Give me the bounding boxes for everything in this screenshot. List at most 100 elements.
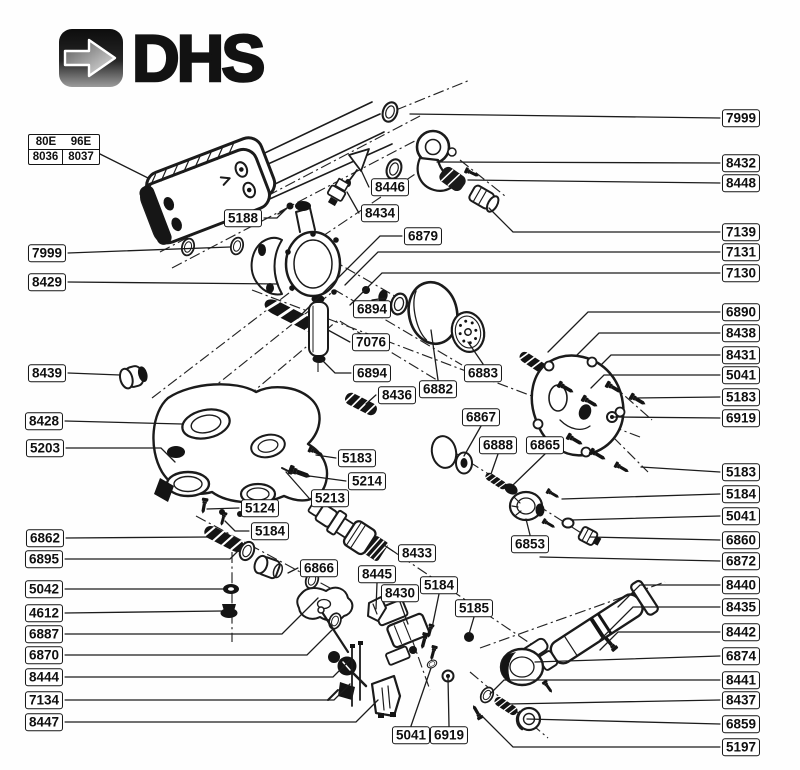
leader-line	[599, 631, 721, 651]
small-fittings-drawing	[277, 148, 370, 215]
leader-line	[64, 420, 183, 425]
leader-line	[64, 683, 351, 701]
leader-line	[371, 297, 387, 301]
part-callout-8428: 8428	[24, 412, 64, 430]
part-callout-5188: 5188	[223, 209, 263, 227]
part-callout-7134: 7134	[24, 691, 64, 709]
part-callout-6853: 6853	[510, 535, 550, 553]
leader-line	[547, 311, 721, 353]
leader-line	[65, 447, 176, 463]
part-callout-5183: 5183	[721, 388, 761, 406]
part-callout-6866: 6866	[299, 559, 339, 577]
leader-line	[64, 657, 353, 678]
leader-line	[297, 235, 403, 319]
leader-line	[410, 667, 432, 727]
part-callout-8438: 8438	[721, 324, 761, 342]
diverter-assembly-drawing	[464, 579, 659, 732]
leader-line	[468, 616, 475, 635]
leader-line	[64, 548, 241, 560]
leader-line	[263, 206, 289, 219]
leader-line	[67, 281, 279, 285]
part-callout-8430: 8430	[380, 584, 420, 602]
part-callout-6919: 6919	[429, 726, 469, 744]
leader-line	[467, 341, 484, 365]
part-callout-5183: 5183	[337, 449, 377, 467]
part-callout-5183: 5183	[721, 463, 761, 481]
part-callout-6895: 6895	[24, 550, 64, 568]
leader-line	[327, 329, 351, 343]
elbow-fitting-drawing	[415, 129, 500, 213]
heat-exchanger-drawing	[139, 136, 277, 245]
variant-part-2: 8037	[68, 151, 94, 163]
part-callout-6874: 6874	[721, 647, 761, 665]
leader-line	[224, 520, 250, 532]
leader-line	[301, 474, 347, 482]
leader-line	[67, 246, 231, 254]
leader-line	[525, 518, 531, 536]
diaphragm-drawing	[407, 280, 459, 346]
part-callout-8441: 8441	[721, 671, 761, 689]
part-callout-5197: 5197	[721, 738, 761, 756]
leader-line	[463, 425, 482, 457]
leader-line	[431, 593, 440, 629]
part-callout-6919: 6919	[721, 409, 761, 427]
arrow-right-icon	[59, 29, 123, 87]
leader-line	[600, 354, 721, 366]
leader-line	[430, 329, 439, 381]
leader-line	[617, 584, 721, 608]
part-callout-8439: 8439	[27, 364, 67, 382]
part-callout-7131: 7131	[721, 243, 761, 261]
knob-drawing	[118, 365, 148, 390]
leader-line	[346, 191, 360, 214]
leader-line	[409, 113, 721, 119]
part-callout-6887: 6887	[24, 625, 64, 643]
part-callout-8448: 8448	[721, 174, 761, 192]
o-ring	[378, 99, 402, 125]
part-callout-5184: 5184	[721, 485, 761, 503]
leader-line	[65, 536, 211, 539]
part-callout-6894: 6894	[352, 364, 392, 382]
leader-line	[206, 507, 240, 510]
diaphragm-plate-drawing	[450, 311, 486, 353]
part-callout-5214: 5214	[347, 472, 387, 490]
leader-line	[321, 359, 352, 374]
part-callout-7999: 7999	[27, 244, 67, 262]
part-callout-5041: 5041	[391, 726, 431, 744]
leader-line	[64, 629, 333, 656]
leader-line	[589, 536, 721, 541]
leader-line	[64, 610, 223, 614]
pushrod-drawing	[308, 295, 329, 363]
gasket-drawing	[296, 586, 354, 622]
callout-leader-lines	[64, 113, 721, 748]
leader-line	[383, 544, 397, 554]
leader-line	[590, 374, 721, 389]
o-ring	[382, 156, 406, 182]
leader-line	[375, 582, 378, 610]
part-callout-5124: 5124	[240, 499, 280, 517]
part-callout-5041: 5041	[721, 507, 761, 525]
leader-line	[490, 453, 499, 475]
part-callout-5185: 5185	[454, 599, 494, 617]
part-callout-5213: 5213	[310, 489, 350, 507]
part-callout-6865: 6865	[525, 436, 565, 454]
part-callout-8433: 8433	[397, 544, 437, 562]
leader-line	[365, 394, 377, 405]
leader-line	[360, 169, 370, 188]
part-callout-6870: 6870	[24, 646, 64, 664]
leader-line	[67, 372, 121, 376]
part-callout-6882: 6882	[418, 380, 458, 398]
bushing-drawing	[253, 554, 284, 580]
leader-line	[315, 454, 337, 459]
part-callout-6859: 6859	[721, 715, 761, 733]
part-callout-5042: 5042	[24, 580, 64, 598]
part-callout-7999: 7999	[721, 109, 761, 127]
leader-line	[436, 161, 721, 164]
part-callout-5203: 5203	[25, 439, 65, 457]
leader-line	[599, 606, 721, 641]
o-ring	[228, 235, 246, 257]
part-callout-8431: 8431	[721, 346, 761, 364]
part-callout-5184: 5184	[250, 522, 290, 540]
variant-model-2: 96E	[63, 135, 99, 150]
